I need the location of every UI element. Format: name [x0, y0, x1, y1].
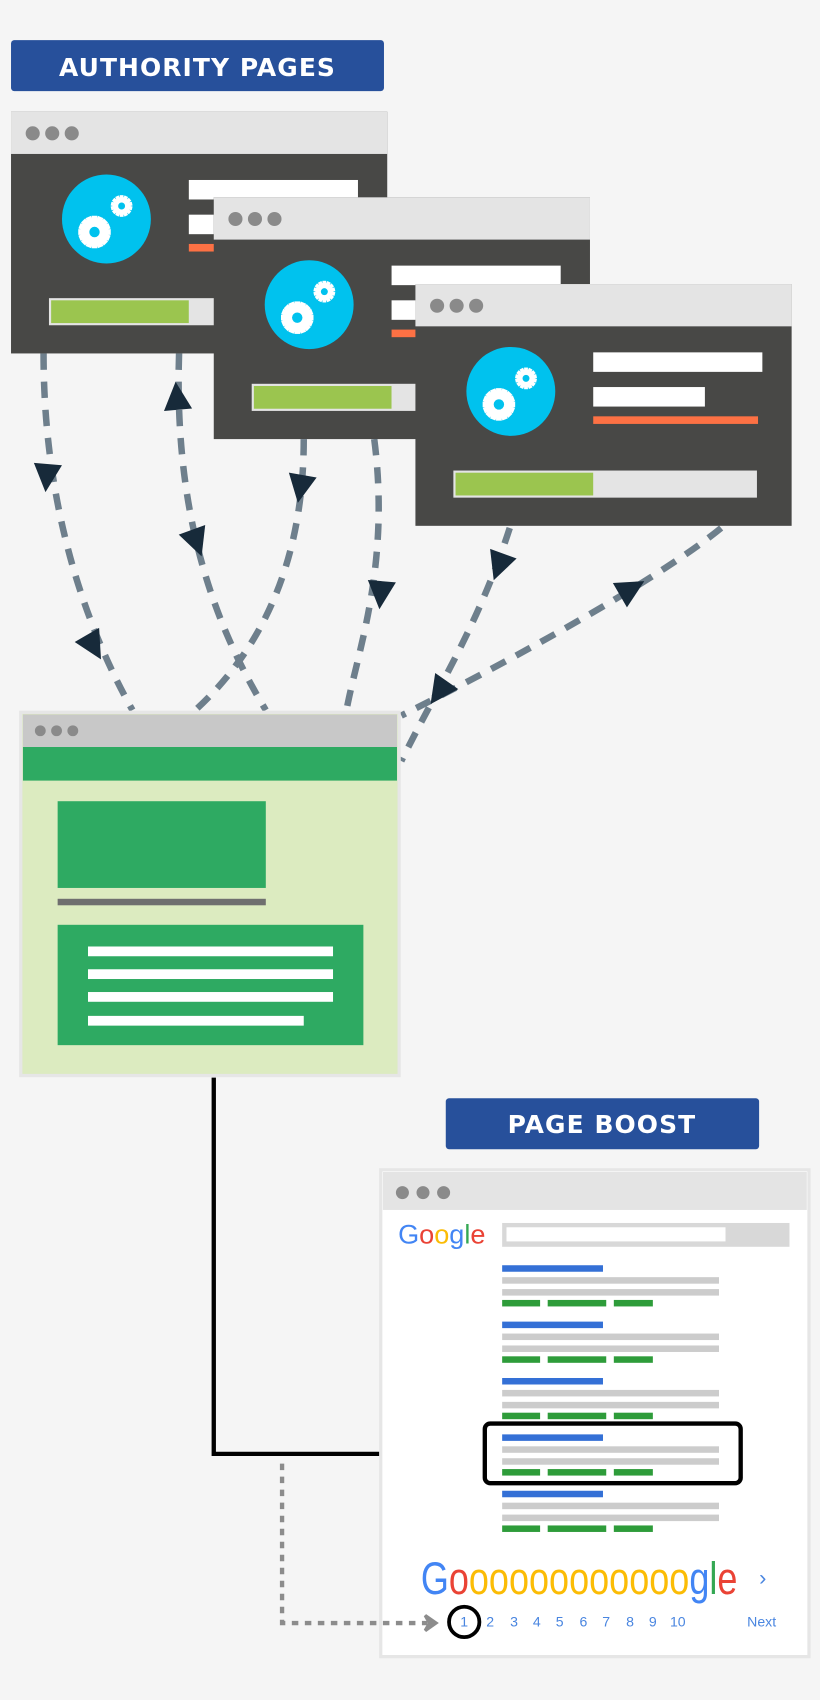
- window-dot-icon: [247, 211, 263, 227]
- page-boost-title: PAGE BOOST: [508, 1110, 697, 1139]
- page-link-7[interactable]: 7: [602, 1613, 610, 1629]
- link-arrow-6: [399, 525, 724, 719]
- arrowhead-icon: [178, 525, 206, 557]
- window-dot-icon: [416, 1186, 430, 1200]
- window-dot-icon: [437, 1186, 451, 1200]
- google-logo: Google: [398, 1219, 485, 1250]
- window-dot-icon: [430, 298, 445, 313]
- gear-icon: [515, 367, 538, 390]
- target-page-content-box: [57, 924, 364, 1046]
- window-dot-icon: [64, 126, 79, 141]
- gear-icon: [280, 301, 314, 334]
- arrowhead-icon: [367, 579, 396, 610]
- page-link-1[interactable]: 1: [460, 1613, 468, 1629]
- link-arrow-2: [175, 353, 269, 712]
- window-dot-icon: [45, 126, 60, 141]
- gears-badge: [466, 346, 556, 436]
- chevron-right-icon[interactable]: ›: [759, 1565, 766, 1590]
- arrowhead-icon: [74, 627, 102, 660]
- page-link-3[interactable]: 3: [510, 1613, 518, 1629]
- window-dot-icon: [25, 126, 40, 141]
- result-title[interactable]: [502, 1321, 603, 1329]
- next-page-link[interactable]: Next: [747, 1613, 776, 1629]
- search-result[interactable]: [502, 1265, 719, 1307]
- page-link-5[interactable]: 5: [556, 1613, 564, 1629]
- window-dot-icon: [51, 725, 62, 737]
- result-title[interactable]: [502, 1490, 603, 1498]
- serp-titlebar: [382, 1172, 807, 1210]
- progress-fill: [253, 385, 392, 409]
- gear-icon: [313, 280, 336, 303]
- authority-pages-title: AUTHORITY PAGES: [59, 53, 336, 82]
- progress-fill: [455, 472, 594, 496]
- search-input[interactable]: [502, 1222, 790, 1247]
- page-link-4[interactable]: 4: [533, 1613, 541, 1629]
- page-link-8[interactable]: 8: [626, 1613, 634, 1629]
- page-boost-banner: PAGE BOOST: [445, 1098, 760, 1150]
- gear-icon: [78, 215, 111, 249]
- pagination-logo: Goooooooooooogle: [421, 1553, 738, 1604]
- window-dot-icon: [228, 211, 243, 227]
- result-title[interactable]: [502, 1434, 603, 1441]
- arrowhead-icon: [490, 548, 517, 581]
- window-dot-icon: [469, 298, 484, 313]
- gear-icon: [482, 388, 516, 421]
- search-result[interactable]: [502, 1321, 719, 1363]
- result-title[interactable]: [502, 1377, 603, 1385]
- link-arrow-1: [40, 353, 136, 712]
- gears-badge: [61, 174, 151, 264]
- rank-arrow: [279, 1463, 439, 1632]
- target-page: [19, 710, 401, 1078]
- arrowhead-icon: [430, 672, 459, 705]
- window-dot-icon: [267, 211, 282, 227]
- window-dot-icon: [67, 725, 79, 737]
- window-dot-icon: [395, 1186, 409, 1200]
- progress-bar: [453, 470, 757, 498]
- page-link-10[interactable]: 10: [670, 1613, 686, 1629]
- page-link-9[interactable]: 9: [649, 1613, 657, 1629]
- search-result[interactable]: [502, 1377, 719, 1420]
- current-page-indicator: [447, 1604, 482, 1640]
- authority-pages-banner: AUTHORITY PAGES: [11, 40, 384, 92]
- arrowhead-icon: [288, 472, 317, 503]
- arrowhead-icon: [163, 381, 193, 412]
- result-title[interactable]: [502, 1265, 603, 1272]
- search-result[interactable]: [502, 1490, 719, 1532]
- target-page-titlebar: [22, 714, 397, 748]
- target-page-caption: [57, 898, 266, 906]
- gear-icon: [110, 195, 133, 217]
- window-dot-icon: [449, 298, 464, 313]
- arrowheads: [33, 381, 645, 705]
- authority-page-window: [415, 284, 792, 526]
- target-page-image: [57, 801, 266, 888]
- link-arrow-4: [343, 438, 382, 708]
- arrowhead-icon: [33, 462, 62, 493]
- progress-fill: [51, 300, 189, 324]
- page-link-6[interactable]: 6: [580, 1613, 588, 1629]
- link-arrow-3: [193, 439, 308, 713]
- page-link-2[interactable]: 2: [486, 1613, 494, 1629]
- window-dot-icon: [34, 725, 46, 737]
- highlighted-result-box: [482, 1421, 743, 1486]
- search-result[interactable]: [502, 1434, 719, 1476]
- target-page-header: [22, 747, 397, 781]
- arrowhead-icon: [612, 581, 645, 608]
- gears-badge: [264, 260, 354, 350]
